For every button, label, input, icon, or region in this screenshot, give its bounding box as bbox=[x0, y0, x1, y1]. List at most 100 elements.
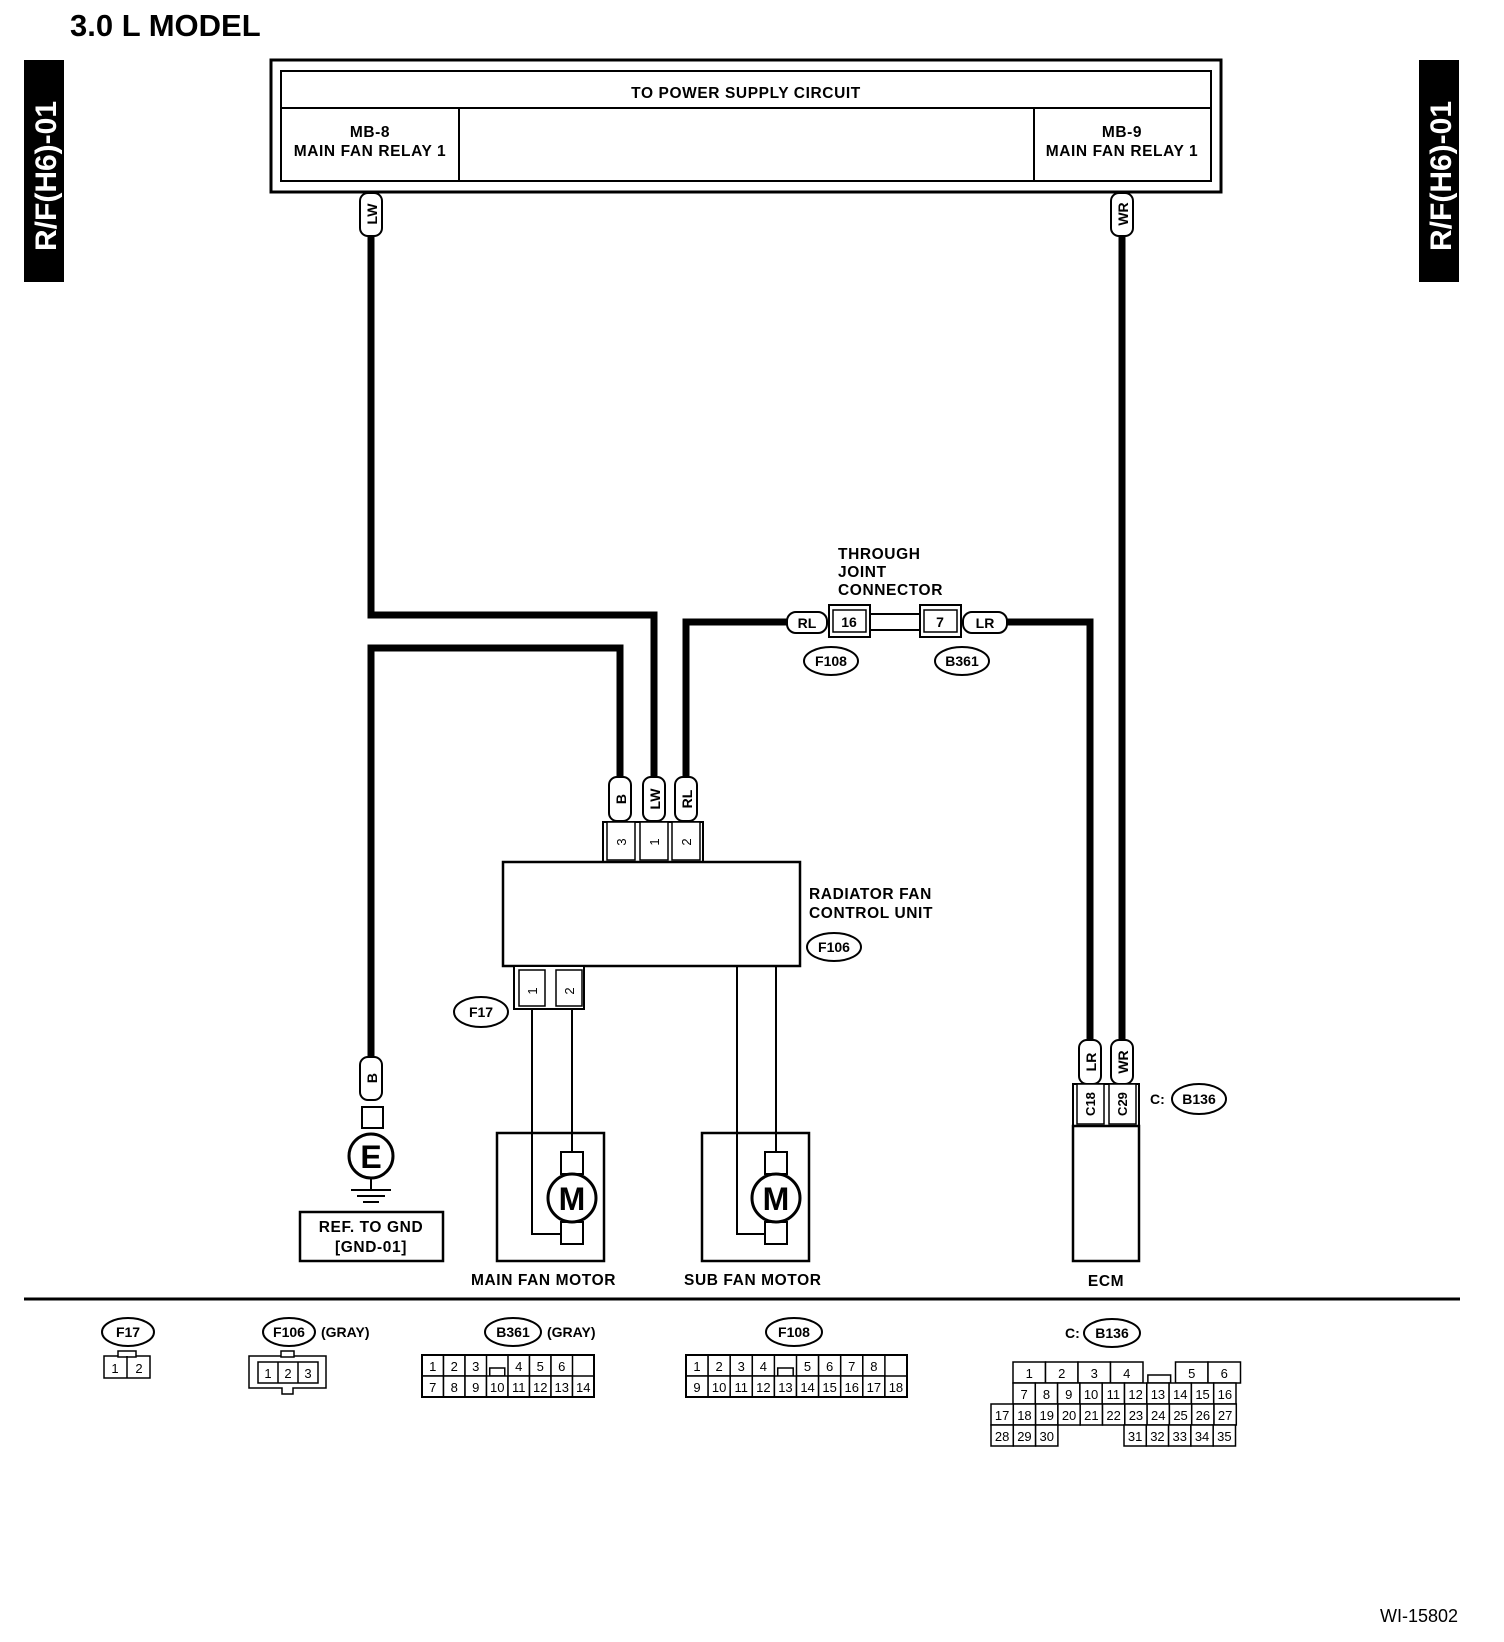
svg-text:B136: B136 bbox=[1182, 1091, 1216, 1107]
f108-pin: 7 bbox=[848, 1359, 855, 1374]
svg-text:16: 16 bbox=[841, 614, 857, 630]
svg-text:RL: RL bbox=[679, 789, 695, 808]
svg-text:RL: RL bbox=[798, 615, 817, 631]
svg-text:B136: B136 bbox=[1095, 1325, 1129, 1341]
ecm-body bbox=[1071, 1124, 1141, 1263]
b136-pin: 4 bbox=[1123, 1366, 1130, 1381]
b136-pin: 31 bbox=[1128, 1429, 1142, 1444]
sub-fan-motor: M bbox=[700, 1131, 811, 1263]
f108-pin: 15 bbox=[822, 1380, 836, 1395]
f108-pin: 2 bbox=[716, 1359, 723, 1374]
b136-pin: 34 bbox=[1195, 1429, 1209, 1444]
f108-pin: 10 bbox=[712, 1380, 726, 1395]
svg-text:2: 2 bbox=[562, 987, 577, 994]
legend-b361-gray: (GRAY) bbox=[547, 1324, 596, 1340]
b136-pin: 20 bbox=[1062, 1408, 1076, 1423]
b136-pin: 1 bbox=[1026, 1366, 1033, 1381]
tag-b-ground: B bbox=[359, 1056, 383, 1101]
main-motor-symbol: M bbox=[559, 1181, 586, 1217]
power-supply-box bbox=[269, 58, 1223, 194]
sub-motor-symbol: M bbox=[763, 1181, 790, 1217]
ground-symbol: E bbox=[347, 1106, 395, 1203]
b361-pin: 12 bbox=[533, 1380, 547, 1395]
svg-text:3: 3 bbox=[614, 838, 629, 845]
f108-pin: 12 bbox=[756, 1380, 770, 1395]
svg-text:1: 1 bbox=[525, 987, 540, 994]
svg-text:LW: LW bbox=[364, 203, 380, 225]
svg-text:C18: C18 bbox=[1083, 1092, 1098, 1116]
svg-text:C:: C: bbox=[1065, 1325, 1080, 1341]
b136-pin: 10 bbox=[1084, 1387, 1098, 1402]
control-unit-line2: CONTROL UNIT bbox=[809, 905, 933, 922]
mb8-name: MAIN FAN RELAY 1 bbox=[294, 143, 447, 160]
svg-text:LR: LR bbox=[1083, 1053, 1099, 1072]
b136-pin: 19 bbox=[1040, 1408, 1054, 1423]
f108-pin: 13 bbox=[778, 1380, 792, 1395]
svg-text:3: 3 bbox=[304, 1366, 311, 1381]
b136-pin: 25 bbox=[1173, 1408, 1187, 1423]
side-tab-right-label: R/F(H6)-01 bbox=[1425, 101, 1458, 251]
joint-link bbox=[870, 613, 920, 631]
mb9-name: MAIN FAN RELAY 1 bbox=[1046, 143, 1199, 160]
svg-text:1: 1 bbox=[264, 1366, 271, 1381]
main-fan-motor-label: MAIN FAN MOTOR bbox=[471, 1272, 616, 1289]
mb8-code: MB-8 bbox=[350, 124, 390, 141]
b136-pin: 7 bbox=[1021, 1387, 1028, 1402]
diagram-title: 3.0 L MODEL bbox=[70, 8, 261, 43]
b136-pin: 26 bbox=[1196, 1408, 1210, 1423]
svg-text:LW: LW bbox=[647, 788, 663, 810]
b136-pin: 2 bbox=[1058, 1366, 1065, 1381]
legend-f17: F17 1 2 bbox=[101, 1317, 155, 1379]
svg-text:C29: C29 bbox=[1115, 1092, 1130, 1116]
ground-ref-box bbox=[298, 1210, 445, 1263]
tag-wr-top: WR bbox=[1110, 192, 1134, 237]
f108-pin: 17 bbox=[867, 1380, 881, 1395]
svg-text:1: 1 bbox=[647, 838, 662, 845]
b136-pin: 6 bbox=[1221, 1366, 1228, 1381]
b136-pin: 33 bbox=[1173, 1429, 1187, 1444]
b361-pin: 1 bbox=[429, 1359, 436, 1374]
conn-f17-label: F17 bbox=[453, 996, 509, 1028]
control-unit-top-connector: 3 1 2 bbox=[602, 821, 704, 863]
wire-lr bbox=[1007, 618, 1094, 1040]
f108-pin: 3 bbox=[738, 1359, 745, 1374]
svg-text:F106: F106 bbox=[273, 1324, 305, 1340]
b136-pin: 12 bbox=[1128, 1387, 1142, 1402]
joint-pin-16: 16 bbox=[828, 604, 871, 638]
svg-text:2: 2 bbox=[679, 838, 694, 845]
side-tab-left: R/F(H6)-01 bbox=[24, 60, 64, 282]
tag-wr-ecm: WR bbox=[1110, 1039, 1134, 1085]
b136-pin: 32 bbox=[1150, 1429, 1164, 1444]
b136-pin: 3 bbox=[1091, 1366, 1098, 1381]
f108-pin: 6 bbox=[826, 1359, 833, 1374]
control-unit-line1: RADIATOR FAN bbox=[809, 886, 932, 903]
f108-pin: 11 bbox=[735, 1380, 749, 1395]
b361-pin: 10 bbox=[490, 1380, 504, 1395]
b361-pin: 11 bbox=[512, 1380, 526, 1395]
svg-text:F17: F17 bbox=[469, 1004, 493, 1020]
b361-pin: 7 bbox=[429, 1380, 436, 1395]
b136-pin: 28 bbox=[995, 1429, 1009, 1444]
b136-cell bbox=[1034, 1424, 1059, 1447]
b136-pin: 9 bbox=[1065, 1387, 1072, 1402]
mb9-code: MB-9 bbox=[1102, 124, 1142, 141]
svg-text:2: 2 bbox=[135, 1361, 142, 1376]
control-unit-body bbox=[501, 860, 802, 968]
ecm-label: ECM bbox=[1088, 1273, 1124, 1290]
joint-pin-7: 7 bbox=[919, 604, 962, 638]
f108-pin: 8 bbox=[870, 1359, 877, 1374]
b136-pin: 5 bbox=[1188, 1366, 1195, 1381]
b361-pin: 13 bbox=[555, 1380, 569, 1395]
svg-text:B361: B361 bbox=[945, 653, 979, 669]
f108-pin: 9 bbox=[693, 1380, 700, 1395]
b136-pin: 15 bbox=[1195, 1387, 1209, 1402]
b136-pin: 22 bbox=[1106, 1408, 1120, 1423]
tag-lr-joint: LR bbox=[962, 611, 1008, 634]
control-unit-bottom-connector: 1 2 bbox=[513, 965, 585, 1010]
f108-pin: 4 bbox=[760, 1359, 767, 1374]
b136-cell bbox=[1212, 1424, 1237, 1447]
joint-line2: JOINT bbox=[838, 564, 887, 581]
